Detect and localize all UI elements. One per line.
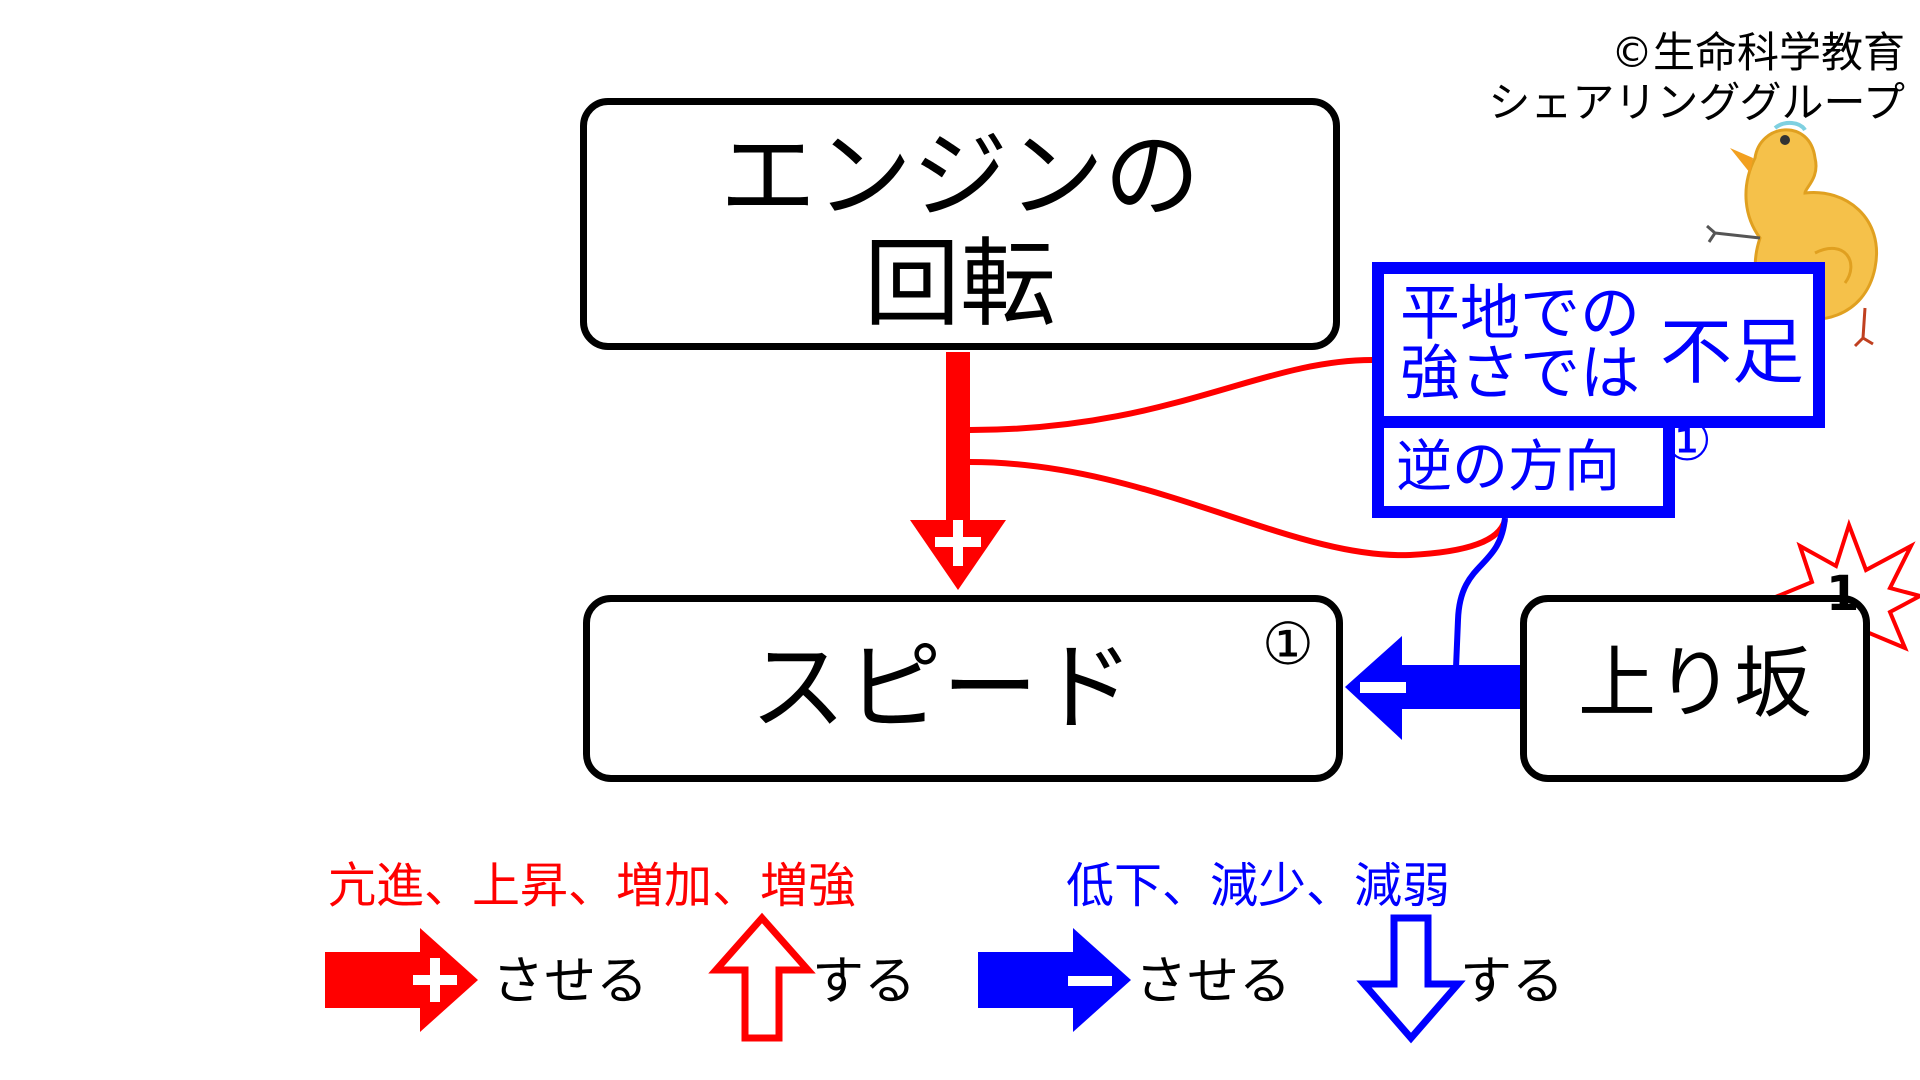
annotation-line1: 平地での	[1400, 279, 1640, 349]
legend-blue-state-label: する	[1460, 952, 1565, 1012]
legend-blue-cause-label: させる	[1135, 952, 1292, 1012]
engine-to-speed-arrow-shaft	[946, 352, 970, 524]
legend-blue-cause-arrow-shaft	[978, 952, 1076, 1008]
annotation-line2b: 不足	[1660, 310, 1805, 394]
legend-red-cause-label: させる	[492, 952, 649, 1012]
legend-red-state-label: する	[812, 952, 917, 1012]
blue-curve	[1453, 517, 1508, 669]
copyright-line2: シェアリンググループ	[1488, 78, 1905, 127]
uphill-slope-box	[1520, 595, 1870, 782]
legend-blue-heading: 低下、減少、減弱	[1066, 858, 1451, 914]
annotation-line2: 強さでは	[1400, 339, 1640, 409]
copyright-line1: ©生命科学教育	[1610, 28, 1905, 77]
speed-marker: ①	[1262, 610, 1314, 678]
minus-sign	[1360, 682, 1406, 693]
red-curve-upper	[969, 357, 1373, 433]
burst-number: 1	[1826, 566, 1860, 622]
legend-minus	[1068, 976, 1112, 986]
legend-red-up-arrow	[708, 912, 816, 1042]
speed-box	[583, 595, 1343, 782]
engine-rotation-box	[580, 98, 1340, 350]
slope-to-speed-arrow-shaft	[1390, 665, 1522, 709]
legend-red-heading: 亢進、上昇、増加、増強	[328, 858, 857, 914]
legend-red-cause-arrow-shaft	[325, 952, 423, 1008]
engine-label-line2: 回転	[864, 228, 1056, 340]
legend-blue-down-arrow	[1356, 914, 1466, 1044]
annotation-box-lower	[1372, 422, 1675, 518]
slope-label: 上り坂	[1577, 639, 1812, 729]
speed-label: スピード	[750, 632, 1134, 744]
annotation-marker: ①	[1662, 409, 1713, 474]
engine-label-line1: エンジンの	[720, 120, 1200, 232]
red-curve-lower	[969, 459, 1508, 559]
plus-sign-v	[953, 520, 963, 566]
annotation-line3: 逆の方向	[1396, 435, 1620, 500]
legend-plus-v	[430, 958, 440, 1002]
